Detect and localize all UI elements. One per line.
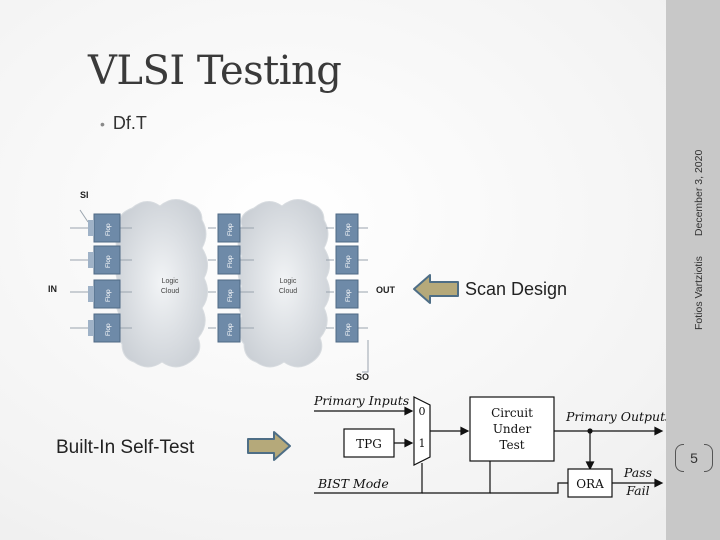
flop: Flop xyxy=(88,213,121,243)
cut-line-1: Circuit xyxy=(491,406,533,420)
label-in: IN xyxy=(48,284,57,294)
flop: Flop xyxy=(217,313,241,343)
bist-mode-label: BIST Mode xyxy=(317,476,389,491)
tpg-label: TPG xyxy=(356,437,382,451)
flop: Flop xyxy=(88,313,121,343)
svg-text:Flop: Flop xyxy=(105,255,112,268)
flop: Flop xyxy=(217,245,241,275)
cloud1-line2: Cloud xyxy=(161,288,179,295)
bist-label: Built-In Self-Test xyxy=(56,437,195,458)
footer-text: Fotios Vartziotis December 3, 2020 xyxy=(693,150,705,330)
flop: Flop xyxy=(88,245,121,275)
svg-text:Flop: Flop xyxy=(227,223,234,236)
cloud1-line1: Logic xyxy=(162,278,179,285)
bullet-dot-icon: • xyxy=(100,116,105,132)
cloud2-line2: Cloud xyxy=(279,288,297,295)
ora-label: ORA xyxy=(576,477,604,491)
mux-input-1: 1 xyxy=(419,437,426,450)
footer-date: December 3, 2020 xyxy=(693,149,705,237)
flop: Flop xyxy=(335,245,359,275)
cut-line-3: Test xyxy=(499,438,524,452)
footer-author: Fotios Vartziotis xyxy=(693,256,705,330)
svg-text:Flop: Flop xyxy=(105,323,112,336)
scan-design-label: Scan Design xyxy=(465,279,568,299)
svg-text:Flop: Flop xyxy=(105,223,112,236)
bist-diagram: Primary Inputs Primary Outputs BIST Mode… xyxy=(313,393,666,498)
label-si: SI xyxy=(80,190,89,200)
flop: Flop xyxy=(88,279,121,309)
primary-inputs-label: Primary Inputs xyxy=(313,393,409,408)
page-number: 5 xyxy=(690,450,698,466)
svg-text:Flop: Flop xyxy=(345,289,352,302)
slide-title: VLSI Testing xyxy=(88,48,342,94)
label-out: OUT xyxy=(376,285,396,295)
logic-cloud-1: Logic Cloud xyxy=(115,199,208,368)
flop: Flop xyxy=(217,279,241,309)
fail-label: Fail xyxy=(625,483,649,498)
bracket-right-icon xyxy=(704,444,713,472)
page-number-badge: 5 xyxy=(668,440,720,476)
pass-label: Pass xyxy=(623,465,652,480)
svg-text:Flop: Flop xyxy=(345,323,352,336)
svg-text:Flop: Flop xyxy=(227,289,234,302)
arrow-left-icon xyxy=(413,274,459,304)
arrow-right-icon xyxy=(247,431,291,461)
cut-line-2: Under xyxy=(493,422,532,436)
cloud2-line1: Logic xyxy=(280,278,297,285)
mux-input-0: 0 xyxy=(419,405,426,418)
flop: Flop xyxy=(335,213,359,243)
flop-column-2: Flop Flop Flop Flop xyxy=(217,213,241,343)
primary-outputs-label: Primary Outputs xyxy=(565,409,666,424)
bullet-text: Df.T xyxy=(112,113,147,133)
logic-cloud-2: Logic Cloud xyxy=(237,199,330,368)
svg-text:Flop: Flop xyxy=(105,289,112,302)
svg-text:Flop: Flop xyxy=(345,223,352,236)
flop-column-1: Flop Flop Flop Flop xyxy=(88,213,121,343)
svg-text:Flop: Flop xyxy=(345,255,352,268)
svg-text:Flop: Flop xyxy=(227,323,234,336)
bullet-item: • Df.T xyxy=(100,113,147,134)
bracket-left-icon xyxy=(675,444,684,472)
scan-design-diagram: Logic Cloud Logic Cloud xyxy=(48,190,396,382)
svg-text:Flop: Flop xyxy=(227,255,234,268)
flop-column-3: Flop Flop Flop Flop xyxy=(335,213,359,343)
flop: Flop xyxy=(335,279,359,309)
flop: Flop xyxy=(217,213,241,243)
flop: Flop xyxy=(335,313,359,343)
label-so: SO xyxy=(356,372,369,382)
